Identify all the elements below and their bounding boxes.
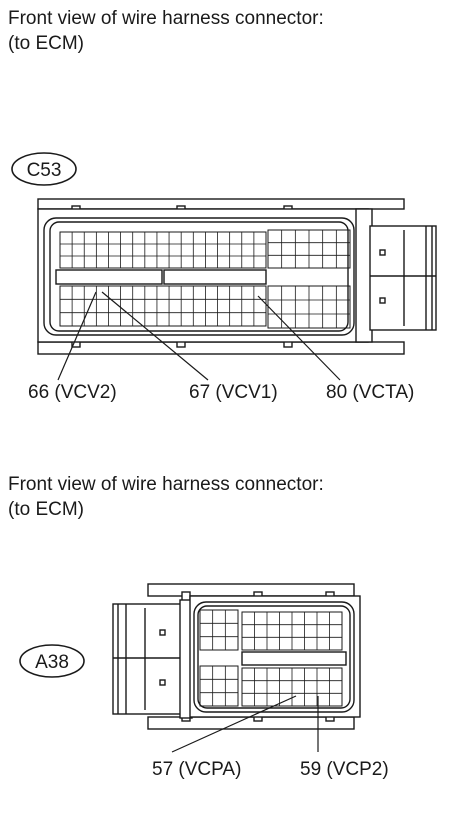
latch (369, 225, 437, 331)
latch (112, 603, 190, 715)
caption-line2: (to ECM) (8, 499, 84, 520)
top-rail (147, 583, 355, 597)
bottom-rail (37, 341, 405, 355)
connector-id-badge (11, 152, 77, 186)
pin-label-59: 59 (VCP2) (300, 759, 389, 780)
leader-line-pin-67 (101, 291, 209, 381)
pin-label-67: 67 (VCV1) (189, 382, 278, 403)
leader-line-pin-80 (257, 295, 341, 381)
pin-grid-lower-left (199, 665, 239, 707)
connector-c53-caption: Front view of wire harness connector: (t… (8, 6, 324, 56)
top-rail (37, 198, 405, 210)
cavity-outline (43, 217, 355, 336)
caption-line1: Front view of wire harness connector: (8, 8, 324, 29)
pin-grid-upper-left (59, 231, 267, 269)
cavity-outline (193, 601, 355, 713)
pin-label-66: 66 (VCV2) (28, 382, 117, 403)
bottom-rail (147, 716, 355, 730)
caption-line1: Front view of wire harness connector: (8, 474, 324, 495)
pin-label-57: 57 (VCPA) (152, 759, 241, 780)
connector-c53: C53 (11, 152, 437, 355)
center-divider (55, 269, 163, 285)
leader-line-pin-57 (171, 695, 297, 753)
connector-id-label: C53 (27, 160, 62, 181)
pin-grid-upper-left (199, 609, 239, 651)
leader-line-pin-66 (57, 291, 97, 381)
connector-id-label: A38 (35, 652, 69, 673)
pin-label-80: 80 (VCTA) (326, 382, 414, 403)
connector-a38-caption: Front view of wire harness connector: (t… (8, 472, 324, 522)
caption-line2: (to ECM) (8, 33, 84, 54)
pin-grid-lower-left (59, 285, 267, 327)
center-divider (241, 651, 347, 666)
connector-a38: A38 (19, 583, 361, 730)
connector-id-badge (19, 644, 85, 678)
